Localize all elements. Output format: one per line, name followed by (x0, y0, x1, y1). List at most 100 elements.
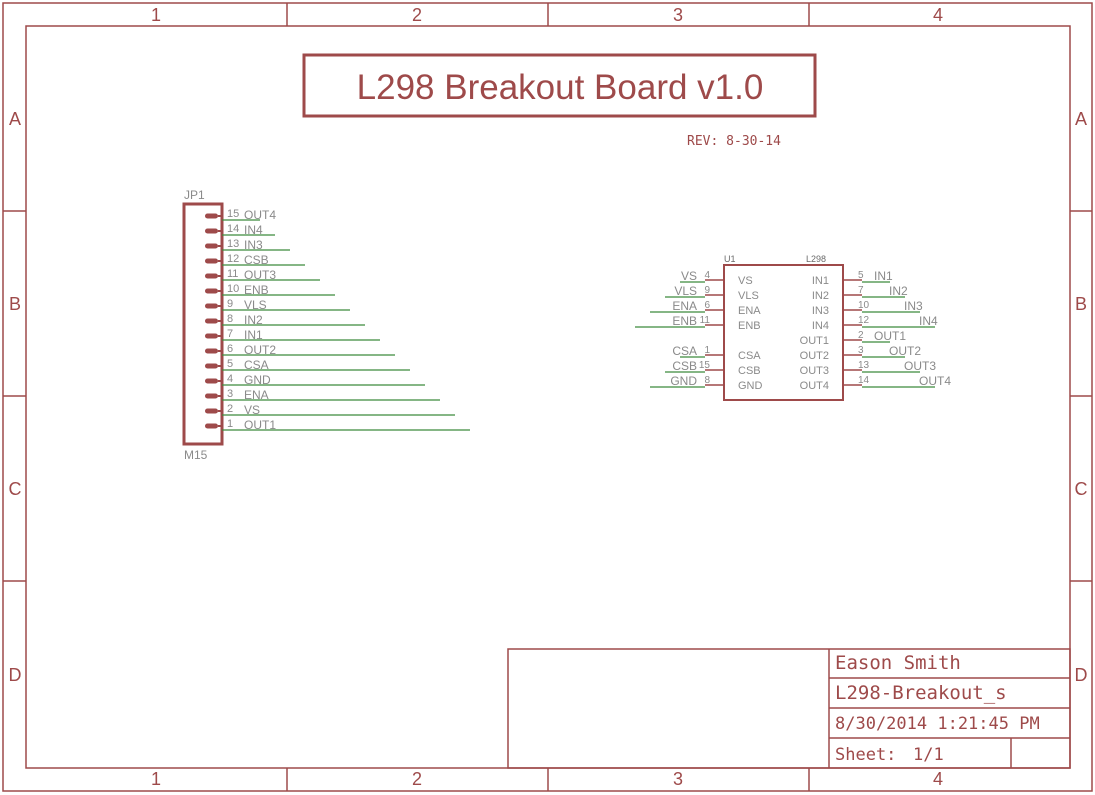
pin-contact (205, 363, 218, 369)
net-label: ENA (672, 299, 697, 313)
net-label: ENB (672, 314, 697, 328)
pin-contact (205, 348, 218, 354)
ic-pin-name: VLS (738, 290, 759, 302)
ic-pin-name: OUT3 (800, 365, 829, 377)
pin-contact (205, 378, 218, 384)
pin-contact (205, 303, 218, 309)
connector-name: JP1 (184, 188, 205, 202)
net-label: OUT2 (889, 344, 921, 358)
pin-number: 3 (227, 388, 233, 400)
net-label: IN2 (889, 284, 908, 298)
connector-value: M15 (184, 448, 208, 462)
pin-number: 9 (227, 298, 233, 310)
row-label-left: B (9, 294, 21, 314)
revision-label: REV: 8-30-14 (687, 134, 781, 149)
net-label: VLS (674, 284, 697, 298)
title-box (302, 53, 817, 118)
net-label: CSA (672, 344, 697, 358)
ic-body (723, 264, 844, 401)
row-label-right: C (1075, 479, 1088, 499)
ic-pin-name: OUT1 (800, 335, 829, 347)
row-label-left: D (9, 665, 22, 685)
ic-pin-name: OUT2 (800, 350, 829, 362)
pin-number: 5 (227, 358, 233, 370)
ic-pin-name: CSB (738, 365, 761, 377)
net-label: VS (681, 269, 697, 283)
net-label: OUT4 (919, 374, 951, 388)
ic-pin-number: 11 (700, 315, 711, 326)
file-name: L298-Breakout_s (835, 682, 1007, 704)
ic-pin-number: 5 (858, 270, 864, 281)
ic-pin-name: ENB (738, 320, 761, 332)
net-label: ENB (244, 283, 269, 297)
sheet-number: 1/1 (913, 745, 944, 765)
ic-name: U1 (724, 254, 736, 264)
pin-contact (205, 228, 218, 234)
ic-pin-number: 10 (858, 300, 870, 311)
column-label-bottom: 1 (151, 769, 161, 789)
pin-contact (205, 288, 218, 294)
net-label: VLS (244, 298, 267, 312)
net-label: IN3 (244, 238, 263, 252)
pin-number: 1 (227, 418, 233, 430)
pin-contact (205, 213, 218, 219)
row-label-left: A (9, 109, 21, 129)
ic-pin-name: VS (738, 275, 753, 287)
ic-pin-number: 15 (699, 360, 711, 371)
pin-number: 8 (227, 313, 233, 325)
ic-pin-number: 7 (858, 285, 864, 296)
net-label: CSB (672, 359, 697, 373)
row-label-left: C (9, 479, 22, 499)
ic-pin-number: 2 (858, 330, 864, 341)
net-label: OUT3 (904, 359, 936, 373)
row-label-right: D (1075, 665, 1088, 685)
ic-pin-name: IN1 (812, 275, 829, 287)
ic-pin-number: 3 (858, 345, 864, 356)
net-label: IN1 (244, 328, 263, 342)
pin-contact (205, 243, 218, 249)
ic-pin-number: 4 (704, 270, 710, 281)
connector-body (182, 202, 224, 446)
net-label: GND (670, 374, 697, 388)
net-label: CSB (244, 253, 269, 267)
ic-pin-number: 6 (704, 300, 710, 311)
ic-pin-name: GND (738, 380, 763, 392)
column-label-bottom: 4 (933, 769, 943, 789)
net-label: OUT1 (244, 418, 276, 432)
net-label: OUT1 (874, 329, 906, 343)
net-label: VS (244, 403, 260, 417)
net-label: IN2 (244, 313, 263, 327)
ic-pin-number: 14 (858, 375, 870, 386)
sheet-label: Sheet: (835, 745, 896, 765)
net-label: OUT2 (244, 343, 276, 357)
column-label-bottom: 3 (673, 769, 683, 789)
pin-contact (205, 258, 218, 264)
net-label: ENA (244, 388, 269, 402)
pin-number: 13 (227, 238, 239, 250)
pin-number: 2 (227, 403, 233, 415)
ic-pin-number: 13 (858, 360, 870, 371)
net-label: GND (244, 373, 271, 387)
pin-number: 10 (227, 283, 239, 295)
ic-pin-name: IN3 (812, 305, 829, 317)
pin-contact (205, 423, 218, 429)
net-label: OUT4 (244, 208, 276, 222)
ic-pin-number: 12 (858, 315, 870, 326)
date-stamp: 8/30/2014 1:21:45 PM (835, 714, 1040, 734)
pin-contact (205, 318, 218, 324)
pin-number: 14 (227, 223, 239, 235)
pin-number: 4 (227, 373, 233, 385)
ic-pin-name: IN2 (812, 290, 829, 302)
ic-pin-name: ENA (738, 305, 761, 317)
pin-contact (205, 333, 218, 339)
row-label-right: B (1075, 294, 1087, 314)
ic-pin-number: 1 (704, 345, 710, 356)
pin-number: 11 (227, 268, 238, 280)
ic-pin-name: IN4 (812, 320, 829, 332)
ic-pin-name: OUT4 (800, 380, 829, 392)
pin-number: 15 (227, 208, 239, 220)
ic-pin-number: 9 (704, 285, 710, 296)
pin-number: 6 (227, 343, 233, 355)
